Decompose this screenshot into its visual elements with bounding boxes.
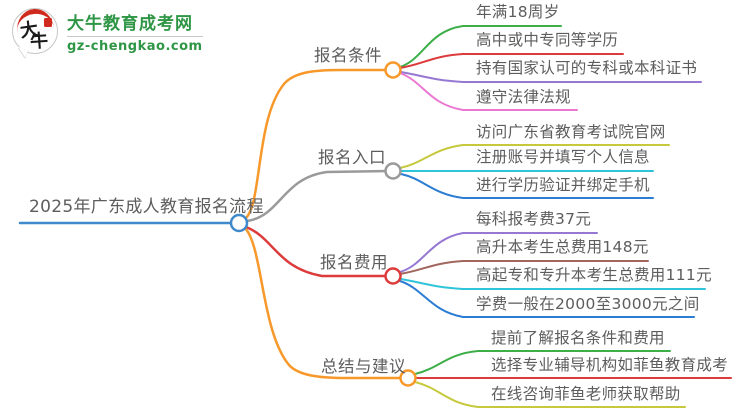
leaf-line-fee-148	[399, 260, 649, 275]
branch-node-circle-conditions	[384, 61, 402, 79]
leaf-label-fee-111: 高起专和专升本考生总费用111元	[476, 266, 712, 284]
branch-node-circle-fees	[384, 267, 402, 285]
leaf-label-know-in-advance: 提前了解报名条件和费用	[491, 329, 665, 347]
root-node-circle	[229, 213, 249, 233]
leaf-label-highschool: 高中或中专同等学历	[476, 31, 619, 49]
leaf-label-law: 遵守法律法规	[476, 88, 571, 106]
leaf-line-highschool	[399, 53, 624, 69]
branch-label-summary: 总结与建议	[321, 357, 406, 376]
branch-line-entrance	[245, 169, 388, 223]
leaf-line-tuition-range	[399, 280, 695, 318]
branch-line-conditions	[244, 68, 388, 220]
branch-node-circle-summary	[399, 369, 417, 387]
site-name: 大牛教育成考网	[67, 13, 193, 34]
leaf-line-fee-per-subject	[399, 232, 598, 273]
leaf-label-register-account: 注册账号并填写个人信息	[476, 148, 650, 166]
leaf-label-age: 年满18周岁	[476, 3, 560, 21]
logo-bull-badge-icon: 大 牛	[12, 7, 58, 59]
leaf-label-online-consult: 在线咨询菲鱼老师获取帮助	[491, 385, 681, 403]
logo-badge-char-2: 牛	[29, 30, 49, 53]
branch-line-summary	[243, 226, 403, 380]
logo-text-block: 大牛教育成考网 gz-chengkao.com	[67, 9, 203, 54]
leaf-line-law	[399, 72, 578, 111]
leaf-line-know-in-advance	[414, 350, 671, 375]
root-topic-label: 2025年广东成人教育报名流程	[29, 197, 264, 217]
leaf-label-official-site: 访问广东省教育考试院官网	[476, 123, 666, 141]
leaf-label-choose-agency: 选择专业辅导机构如菲鱼教育成考	[491, 356, 729, 374]
leaf-line-certificate	[400, 71, 702, 83]
branch-node-circle-entrance	[384, 162, 402, 180]
branch-label-conditions: 报名条件	[314, 46, 382, 65]
leaf-label-fee-per-subject: 每科报考费37元	[476, 210, 592, 228]
leaf-line-fee-111	[400, 278, 706, 290]
leaf-label-fee-148: 高升本考生总费用148元	[476, 238, 649, 256]
site-domain: gz-chengkao.com	[67, 35, 203, 54]
leaf-label-certificate: 持有国家认可的专科或本科证书	[476, 59, 698, 77]
site-logo: 大 牛 大牛教育成考网 gz-chengkao.com	[12, 7, 203, 59]
branch-label-fees: 报名费用	[320, 253, 388, 272]
branch-label-entrance: 报名入口	[318, 148, 386, 167]
leaf-line-age	[399, 25, 562, 68]
leaf-label-verify-phone: 进行学历验证并绑定手机	[476, 176, 650, 194]
leaf-label-tuition-range: 学费一般在2000至3000元之间	[476, 295, 700, 313]
leaf-line-official-site	[399, 144, 670, 169]
leaf-line-verify-phone	[400, 173, 654, 199]
branch-line-fees	[244, 225, 388, 278]
leaf-line-online-consult	[414, 381, 686, 408]
logo-red-seal-icon	[44, 18, 52, 27]
